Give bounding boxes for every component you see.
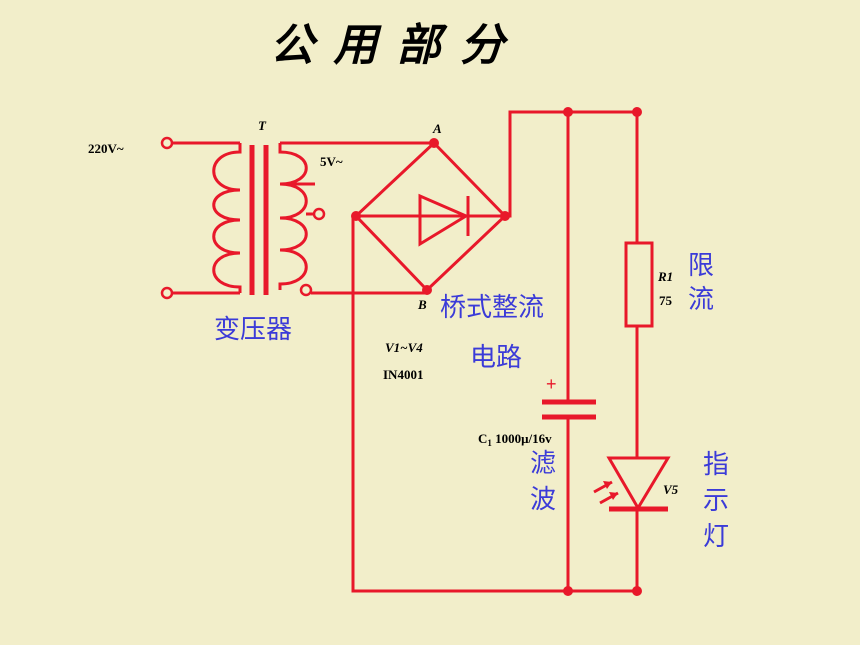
diodes-ref-label: V1~V4 <box>385 340 423 355</box>
capacitor-value: 1000μ/16v <box>492 431 552 446</box>
node-a-dot <box>429 138 439 148</box>
limit-annotation-1: 限 <box>688 251 714 281</box>
resistor-value-label: 75 <box>659 293 673 308</box>
filter-annotation-2: 波 <box>530 485 556 515</box>
primary-terminal-bottom <box>160 286 174 300</box>
capacitor-ref: C <box>478 431 487 446</box>
diode-symbol <box>418 193 470 247</box>
resistor-symbol <box>624 241 654 328</box>
node-b-label: B <box>417 297 427 312</box>
bridge-annotation-1: 桥式整流 <box>440 293 544 323</box>
primary-terminal-top <box>160 136 174 150</box>
secondary-terminal-mid <box>312 207 326 221</box>
node-a-label: A <box>432 121 442 136</box>
bridge-rectifier <box>351 138 510 295</box>
indicator-annotation-1: 指 <box>703 450 729 480</box>
capacitor-label: C1 1000μ/16v <box>478 431 552 448</box>
bridge-annotation-2: 电路 <box>470 343 522 373</box>
limit-annotation-2: 流 <box>688 285 714 315</box>
filter-annotation-1: 滤 <box>530 449 556 479</box>
output-voltage-label: 5V~ <box>320 154 343 169</box>
input-voltage-label: 220V~ <box>88 141 124 156</box>
capacitor-polarity-label: + <box>546 374 557 394</box>
transformer <box>160 136 326 300</box>
primary-coil <box>212 143 242 293</box>
led-arrowhead-2 <box>609 492 618 500</box>
transformer-ref-label: T <box>258 118 267 133</box>
negative-rail <box>351 214 637 593</box>
secondary-coil <box>278 143 315 290</box>
page-title: 公 用 部 分 <box>270 20 509 71</box>
positive-rail <box>505 110 637 218</box>
led-arrowhead-1 <box>603 481 612 489</box>
diode-model-label: IN4001 <box>383 367 423 382</box>
indicator-annotation-3: 灯 <box>703 522 729 552</box>
node-b-dot <box>422 285 432 295</box>
secondary-terminal-bottom <box>299 283 313 297</box>
led-ref-label: V5 <box>663 482 679 497</box>
resistor-ref-label: R1 <box>657 269 673 284</box>
led-light-arrows <box>593 480 619 505</box>
capacitor-sub: 1 <box>487 438 492 448</box>
indicator-annotation-2: 示 <box>703 486 729 516</box>
led-symbol <box>606 456 671 511</box>
transformer-annotation: 变压器 <box>214 315 292 345</box>
